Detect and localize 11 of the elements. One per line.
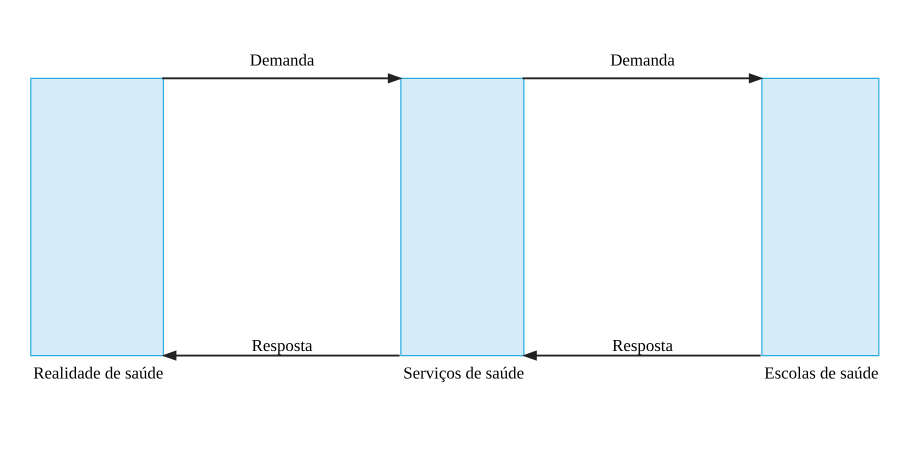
node-label: Realidade de saúde	[33, 364, 164, 383]
edge-label: Resposta	[612, 336, 673, 356]
node-label: Escolas de saúde	[764, 364, 879, 383]
edge-label: Resposta	[252, 336, 313, 356]
edge-label: Demanda	[610, 50, 675, 70]
arrow	[162, 350, 400, 361]
arrow	[522, 73, 764, 84]
arrow	[162, 73, 403, 84]
node-label: Serviços de saúde	[403, 364, 524, 383]
edge-label: Demanda	[250, 50, 314, 70]
arrow	[522, 350, 761, 361]
